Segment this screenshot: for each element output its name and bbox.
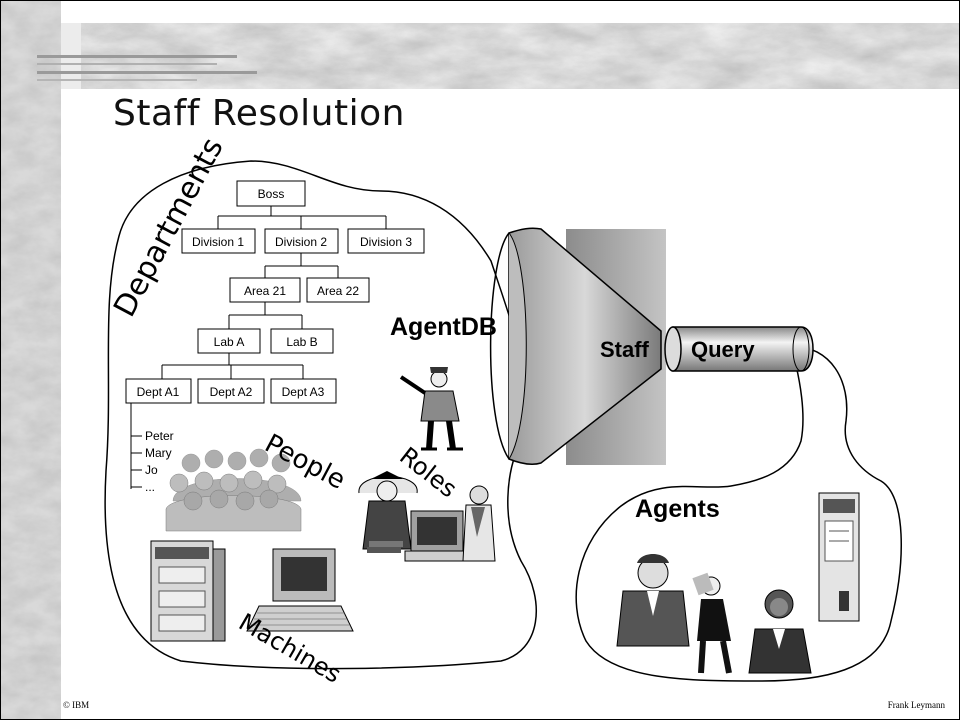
roles-label: Roles [394,442,462,504]
agents-label: Agents [635,495,720,523]
people-crowd-icon [165,448,302,532]
dept-label: Dept A1 [137,385,180,399]
dept-node-a3: Dept A3 [270,378,337,404]
area-node-21: Area 21 [229,277,301,303]
graduate-icon [358,471,418,553]
lab-node-a: Lab A [197,328,261,354]
division-node-1: Division 1 [181,228,256,254]
query-label: Query [691,337,755,362]
lab-label: Lab B [286,335,317,349]
dept-node-a2: Dept A2 [197,378,265,404]
rack-server-icon [818,492,860,622]
area-label: Area 22 [317,284,359,298]
lab-node-b: Lab B [270,328,334,354]
agents-blob [575,345,902,682]
org-chart-lines [130,206,387,489]
dept-label: Dept A2 [210,385,253,399]
dept-node-a1: Dept A1 [125,378,192,404]
division-label: Division 3 [360,235,412,249]
banner-stripes [37,55,257,81]
businessman-pointing-icon [692,572,732,674]
org-chart: Boss Division 1 Division 2 Division 3 Ar… [125,180,425,494]
area-label: Area 21 [244,284,286,298]
businessman-icon [616,554,690,647]
businesswoman-icon [748,589,812,674]
area-node-22: Area 22 [306,277,370,303]
person-jo: Jo [145,463,158,477]
departments-label: Departments [107,132,230,323]
organization-blob [104,160,538,670]
pointing-man-icon [399,367,463,451]
person-mary: Mary [145,446,172,460]
author-text: Frank Leymann [887,700,945,710]
funnel-shape [508,227,662,465]
slide-title: Staff Resolution [113,93,405,134]
lab-label: Lab A [214,335,245,349]
division-label: Division 2 [275,235,327,249]
computer-terminal-icon [246,548,354,632]
server-tower-icon [150,540,226,642]
division-label: Division 1 [192,235,244,249]
division-node-3: Division 3 [347,228,425,254]
copyright-text: © IBM [63,700,90,710]
workstation-icon [404,485,496,562]
boss-node: Boss [236,180,306,207]
dept-label: Dept A3 [282,385,325,399]
person-peter: Peter [145,429,174,443]
person-ellipsis: ... [145,480,155,494]
staff-label: Staff [600,337,650,362]
boss-label: Boss [258,187,285,201]
agentdb-label: AgentDB [390,313,497,341]
division-node-2: Division 2 [264,228,339,254]
